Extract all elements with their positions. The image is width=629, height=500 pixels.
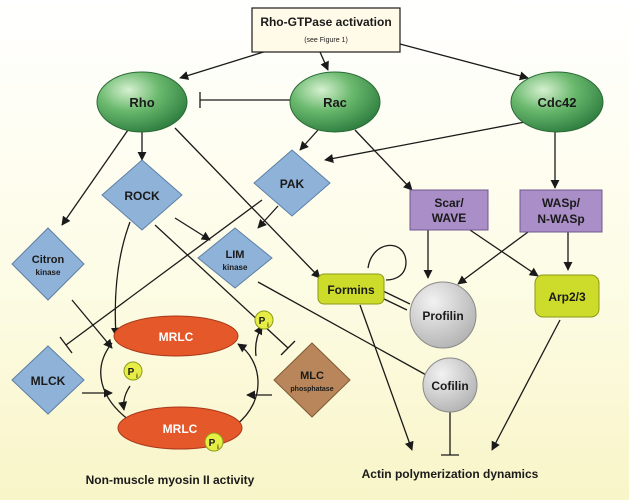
edge-activation-cdc42 [399, 43, 529, 81]
edge-rac-pak [299, 129, 319, 151]
edge-rho-citron [61, 129, 129, 226]
phosphate-mrlc-p: P [209, 438, 216, 449]
phosphate-badge-right: P i [254, 310, 274, 330]
formins-label: Formins [327, 283, 375, 297]
edge-wasp-profilin [457, 231, 529, 285]
phosphatase-label-line2: phosphatase [290, 386, 333, 393]
edge-formins-profilin-b [379, 296, 408, 311]
node-rho: Rho [96, 71, 188, 133]
node-mlck: MLCK [11, 345, 85, 415]
node-arp23: Arp2/3 [534, 274, 600, 318]
edge-cdc42-pak [324, 121, 526, 163]
output-myosin-activity: Non-muscle myosin II activity [86, 473, 255, 487]
phosphate-mrlc-sub: i [217, 445, 219, 451]
node-mrlc-top: MRLC [113, 315, 239, 357]
edge-phosphate-out [253, 325, 263, 357]
pak-label: PAK [280, 177, 305, 191]
cofilin-label: Cofilin [431, 379, 468, 393]
cdc42-label: Cdc42 [537, 95, 576, 110]
edge-activation-rac [319, 51, 329, 71]
mrlc-top-label: MRLC [159, 330, 194, 344]
wasp-label-line1: WASp/ [542, 196, 581, 210]
citron-label-line1: Citron [32, 254, 65, 266]
edge-phosphate-in [118, 385, 131, 411]
rho-gtpase-activation-box: Rho-GTPase activation (see Figure 1) [251, 7, 401, 53]
mrlc-bottom-label: MRLC [163, 422, 198, 436]
edge-cycle-dephosphorylation [235, 343, 259, 426]
citron-label-line2: kinase [36, 268, 61, 277]
node-formins: Formins [317, 273, 385, 305]
node-rock: ROCK [101, 159, 183, 231]
phosphate-left-p: P [128, 367, 135, 378]
rock-label: ROCK [124, 189, 160, 203]
scar-label-line2: WAVE [432, 211, 466, 225]
rac-label: Rac [323, 95, 347, 110]
phosphate-badge-left: P i [123, 361, 143, 381]
edge-rock-lim [174, 217, 211, 241]
lim-label-line2: kinase [223, 263, 248, 272]
edge-rho-formins [174, 127, 321, 279]
node-scar-wave: Scar/ WAVE [409, 189, 489, 231]
phosphate-right-p: P [259, 316, 266, 327]
edge-citron-mrlc [71, 299, 113, 349]
edge-scar-arp23 [469, 229, 539, 277]
arp23-label: Arp2/3 [548, 290, 586, 304]
edge-pak-mlck [65, 199, 263, 346]
edge-lim-cofilin [257, 281, 429, 377]
edge-formins-profilin-a [382, 290, 411, 305]
edge-rac-scar [354, 129, 413, 191]
rho-label: Rho [129, 95, 154, 110]
activation-subtitle: (see Figure 1) [304, 37, 348, 44]
output-actin-dynamics: Actin polymerization dynamics [362, 467, 539, 481]
phosphate-badge-mrlc: P i [204, 432, 224, 452]
node-lim-kinase: LIM kinase [197, 227, 273, 289]
activation-title: Rho-GTPase activation [260, 15, 391, 29]
edge-activation-rho [179, 49, 271, 80]
wasp-label-line2: N-WASp [537, 212, 584, 226]
node-cdc42: Cdc42 [510, 71, 604, 133]
edge-formins-self-loop [367, 244, 407, 281]
edge-formins-actin [359, 304, 414, 451]
scar-label-line1: Scar/ [434, 196, 464, 210]
node-rac: Rac [289, 71, 381, 133]
edge-pak-lim [257, 205, 279, 229]
node-profilin: Profilin [409, 281, 477, 349]
edge-pak-mlck-bar [59, 336, 73, 354]
lim-label-line1: LIM [226, 249, 245, 261]
phosphatase-label-line1: MLC [300, 370, 324, 382]
edge-rock-phosphatase-bar [280, 340, 296, 356]
profilin-label: Profilin [422, 309, 463, 323]
edge-arp23-actin [491, 319, 561, 451]
phosphate-right-sub: i [267, 323, 269, 329]
node-wasp: WASp/ N-WASp [519, 189, 603, 233]
node-cofilin: Cofilin [422, 357, 478, 413]
node-mlc-phosphatase: MLC phosphatase [273, 342, 351, 418]
phosphate-left-sub: i [136, 374, 138, 380]
mlck-label: MLCK [31, 374, 66, 388]
node-pak: PAK [253, 149, 331, 217]
node-citron-kinase: Citron kinase [11, 227, 85, 301]
edge-rock-mrlc [110, 221, 131, 337]
edge-cycle-phosphorylation [100, 342, 137, 426]
